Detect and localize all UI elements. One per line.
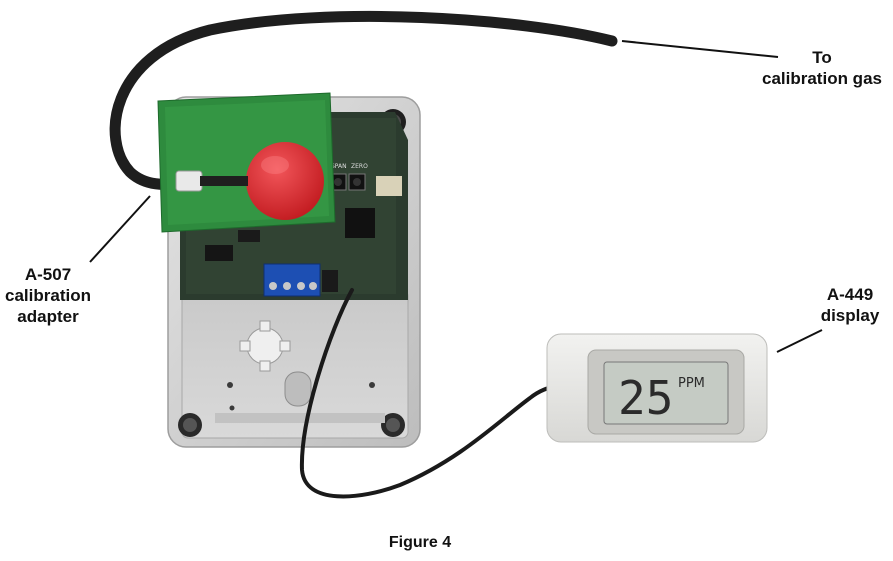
label-adapter-line3: adapter: [17, 307, 79, 326]
lcd-unit: PPM: [678, 376, 705, 391]
figure-caption: Figure 4: [388, 534, 452, 551]
label-display-line2: display: [820, 306, 880, 325]
a449-display-unit: 25 PPM: [546, 333, 768, 443]
label-calibration-gas: To calibration gas: [752, 47, 892, 89]
span-label: SPAN: [331, 163, 347, 170]
label-calibration-adapter: A-507 calibration adapter: [0, 264, 96, 327]
label-gas-line2: calibration gas: [762, 69, 882, 88]
lcd-reading: 25: [618, 371, 673, 425]
zero-label: ZERO: [351, 163, 368, 170]
calibration-adapter: [157, 92, 336, 233]
display-cable: [299, 288, 558, 499]
label-display: A-449 display: [812, 284, 888, 326]
gas-tube: [109, 10, 618, 190]
leader-line-adapter: [89, 195, 151, 263]
leader-line-display: [776, 329, 823, 353]
label-adapter-line2: calibration: [5, 286, 91, 305]
label-adapter-line1: A-507: [24, 265, 72, 284]
leader-line-gas: [621, 40, 779, 58]
label-gas-line1: To: [812, 48, 832, 67]
label-display-line1: A-449: [826, 285, 874, 304]
